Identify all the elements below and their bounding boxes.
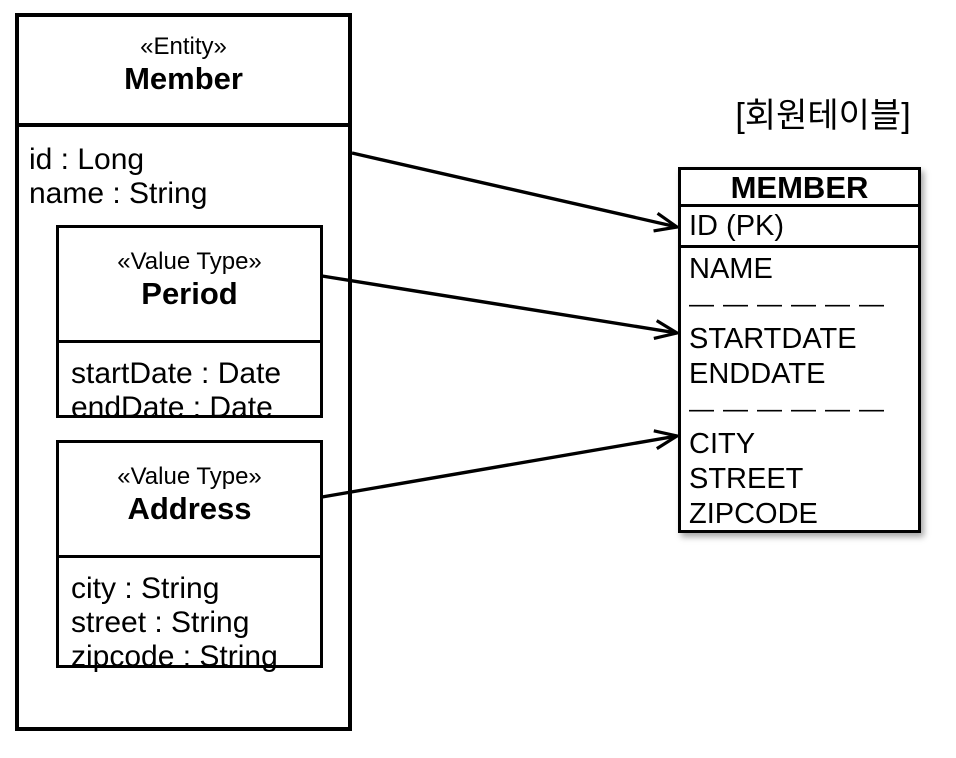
value-type-stereotype: «Value Type»: [117, 463, 262, 490]
address-attributes: city : String street : String zipcode : …: [59, 558, 320, 674]
table-column-row: ENDDATE: [689, 358, 826, 390]
address-attribute-city: city : String: [71, 572, 220, 605]
table-column-row: CITY: [689, 428, 756, 460]
value-type-address-name: Address: [127, 491, 252, 526]
table-row-separator: ——————: [689, 290, 893, 318]
table-column-row: STARTDATE: [689, 323, 857, 355]
address-attribute-street: street : String: [71, 606, 250, 639]
entity-attribute-name: name : String: [29, 177, 208, 210]
value-type-address-box: «Value Type» Address city : String stree…: [56, 440, 323, 673]
table-body: NAME —————— STARTDATE ENDDATE —————— CIT…: [681, 248, 918, 532]
value-type-address-header: «Value Type» Address: [59, 443, 320, 558]
arrow-member-id-to-pk: [351, 151, 677, 227]
period-attributes: startDate : Date endDate : Date: [59, 343, 320, 425]
table-column-row: STREET: [689, 463, 804, 495]
table-row-separator: ——————: [689, 395, 893, 423]
entity-name: Member: [124, 61, 243, 96]
entity-stereotype: «Entity»: [140, 33, 227, 60]
period-attribute-startdate: startDate : Date: [71, 357, 282, 390]
entity-member-box: «Entity» Member id : Long name : String …: [15, 13, 352, 731]
table-column-row: NAME: [689, 253, 773, 285]
arrow-period-to-date-columns: [321, 274, 677, 333]
value-type-period-box: «Value Type» Period startDate : Date end…: [56, 225, 323, 424]
table-pk-row: ID (PK): [681, 207, 918, 248]
value-type-period-name: Period: [141, 276, 238, 311]
value-type-stereotype: «Value Type»: [117, 248, 262, 275]
entity-member-header: «Entity» Member: [19, 17, 348, 127]
table-member-box: MEMBER ID (PK) NAME —————— STARTDATE END…: [678, 167, 921, 533]
entity-attribute-id: id : Long: [29, 143, 145, 176]
table-name: MEMBER: [681, 170, 918, 207]
address-attribute-zipcode: zipcode : String: [71, 640, 278, 673]
period-attribute-enddate: endDate : Date: [71, 391, 273, 424]
value-type-period-header: «Value Type» Period: [59, 228, 320, 343]
entity-attributes: id : Long name : String: [19, 127, 348, 211]
table-caption: [회원테이블]: [735, 97, 911, 135]
arrow-address-to-address-columns: [321, 436, 677, 499]
table-column-row: ZIPCODE: [689, 498, 818, 530]
